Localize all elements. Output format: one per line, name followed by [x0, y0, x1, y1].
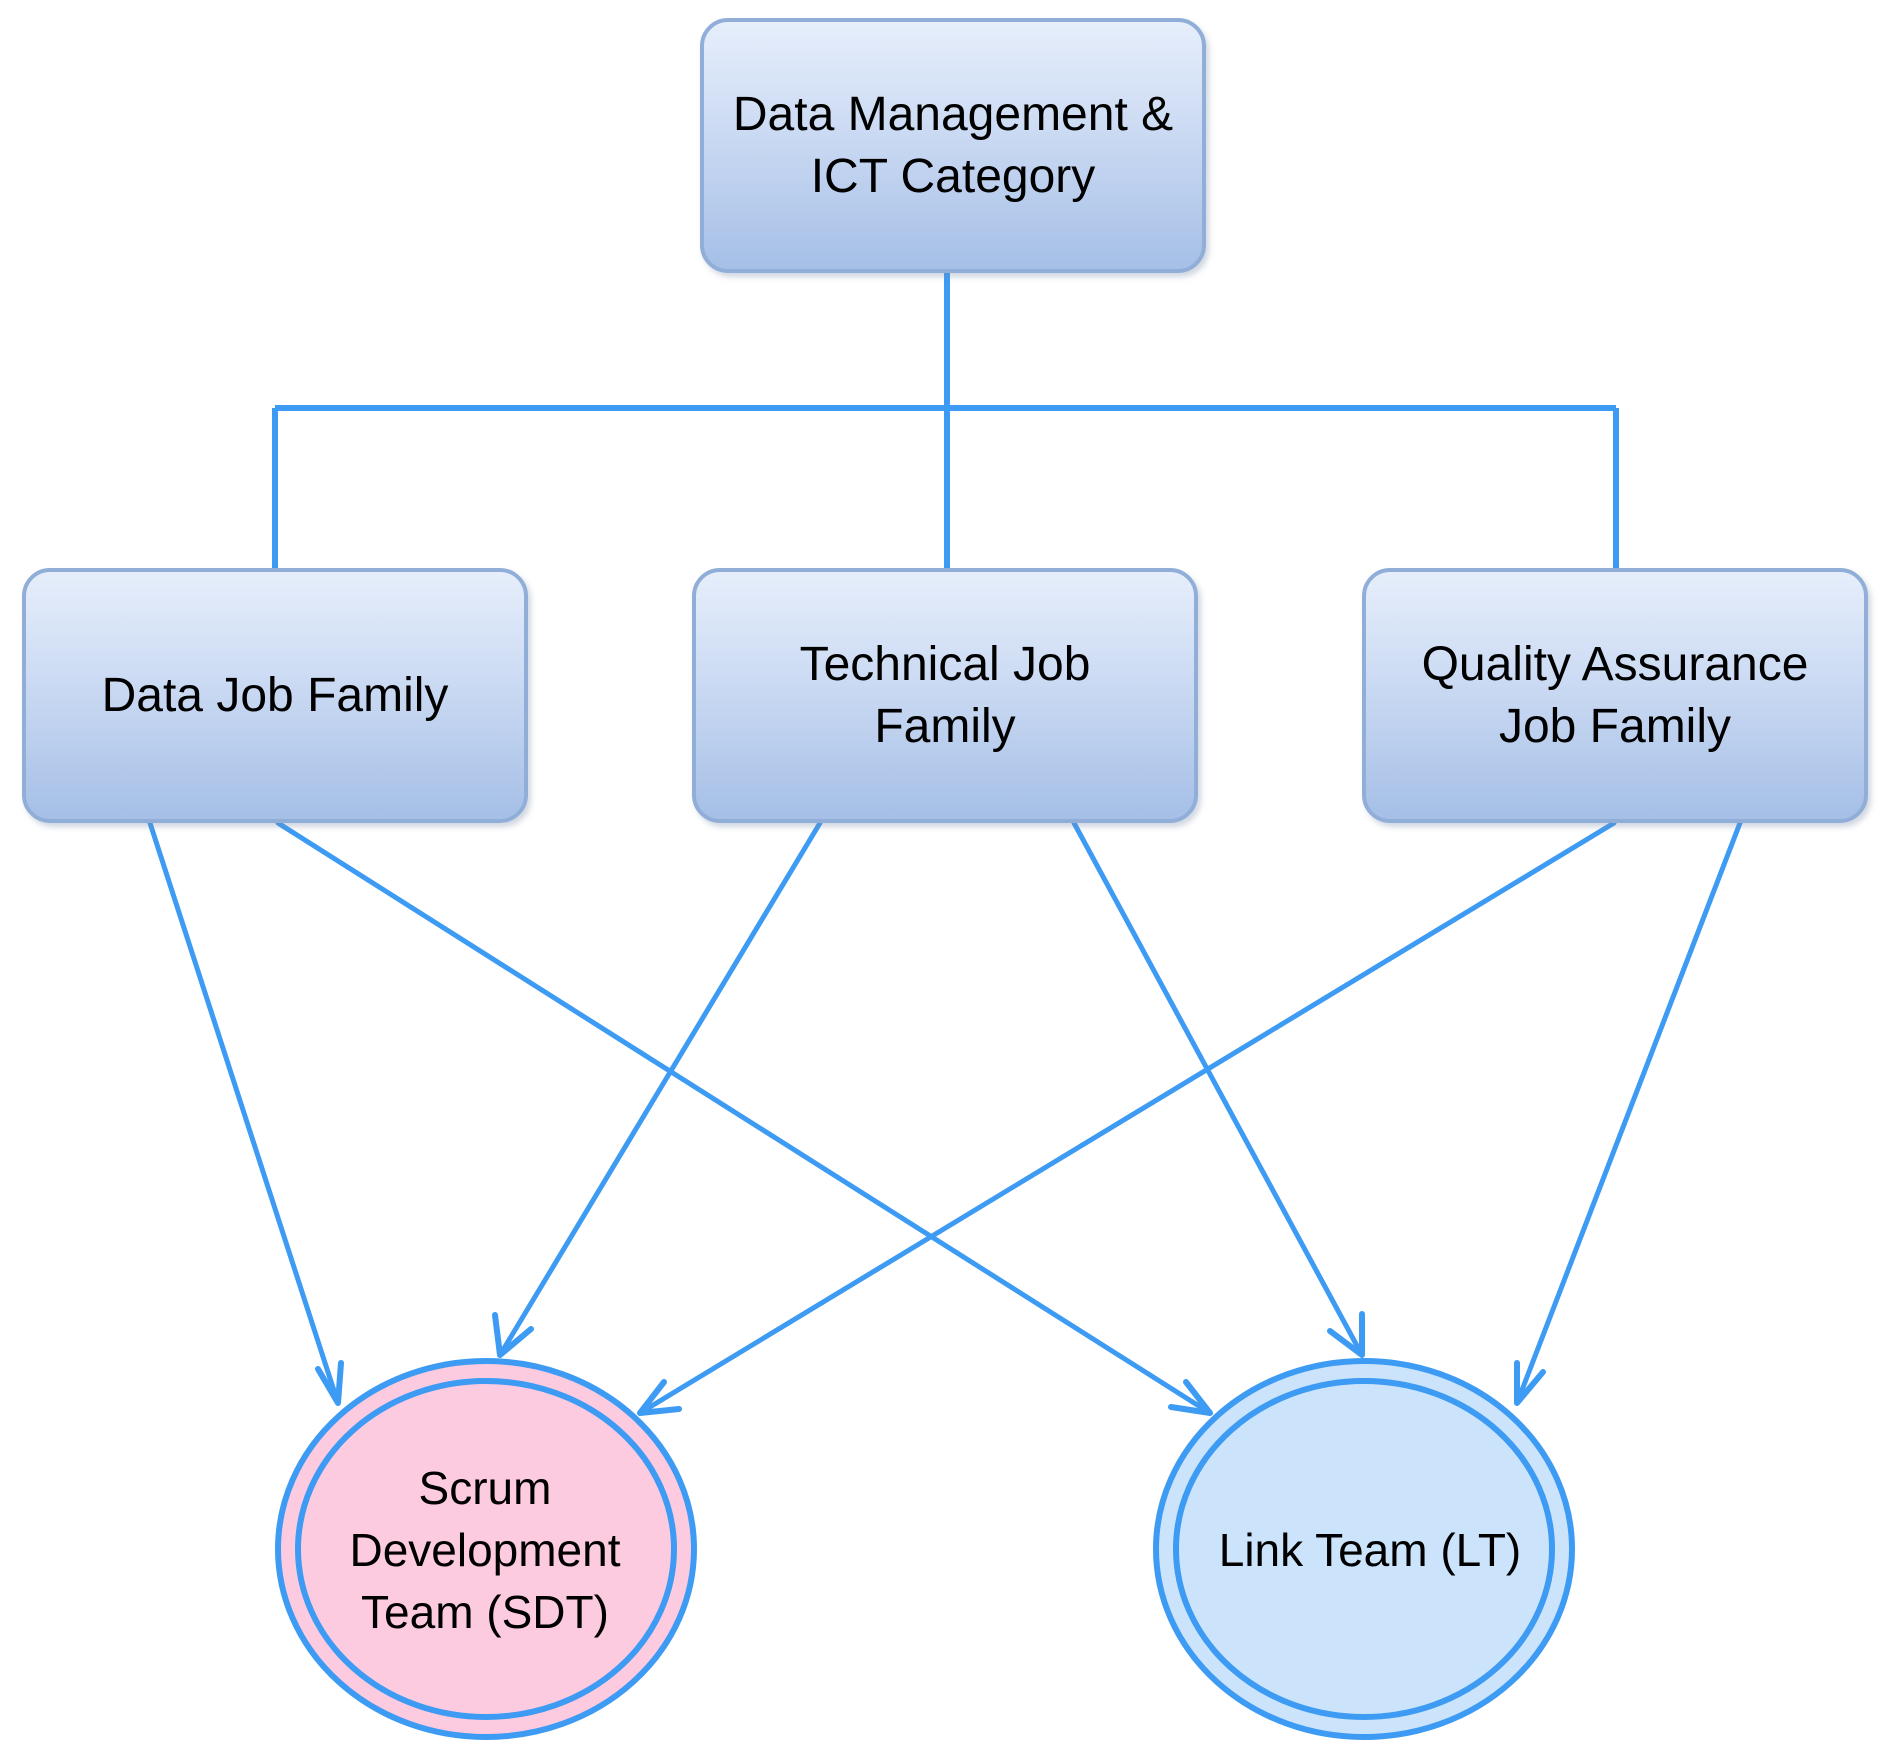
- category-node-label: Data Management & ICT Category: [732, 87, 1174, 203]
- category-node: Data Management & ICT Category: [700, 18, 1206, 273]
- team-sdt-label: Scrum Development Team (SDT): [349, 1462, 621, 1638]
- arrowhead-data-to-sdt: [315, 1360, 344, 1406]
- family-node-data-label: Data Job Family: [101, 668, 449, 722]
- family-node-quality-assurance: Quality Assurance Job Family: [1362, 568, 1868, 823]
- team-lt-label: Link Team (LT): [1218, 1524, 1522, 1576]
- arrow-qa-to-sdt: [637, 820, 1617, 1416]
- arrowhead-data-to-lt: [1168, 1379, 1213, 1416]
- arrowhead-qa-to-sdt: [637, 1379, 682, 1416]
- team-sdt-circle: [275, 1358, 697, 1740]
- arrowhead-technical-to-lt: [1327, 1311, 1365, 1358]
- arrow-qa-to-lt: [1514, 820, 1743, 1406]
- arrow-technical-to-sdt: [497, 820, 823, 1358]
- team-lt-circle: [1153, 1358, 1575, 1740]
- arrowheads: [315, 1311, 1546, 1416]
- family-node-qa-label: Quality Assurance Job Family: [1421, 637, 1809, 753]
- family-node-technical: Technical Job Family: [692, 568, 1198, 823]
- family-node-technical-label: Technical Job Family: [799, 637, 1091, 753]
- family-node-data: Data Job Family: [22, 568, 528, 823]
- arrow-data-to-lt: [275, 820, 1213, 1416]
- arrowhead-technical-to-sdt: [492, 1312, 534, 1358]
- tree-connectors: [272, 273, 1619, 568]
- team-arrows: [147, 820, 1743, 1416]
- arrow-data-to-sdt: [147, 820, 341, 1406]
- arrow-technical-to-lt: [1071, 820, 1365, 1358]
- arrowhead-qa-to-lt: [1514, 1360, 1546, 1406]
